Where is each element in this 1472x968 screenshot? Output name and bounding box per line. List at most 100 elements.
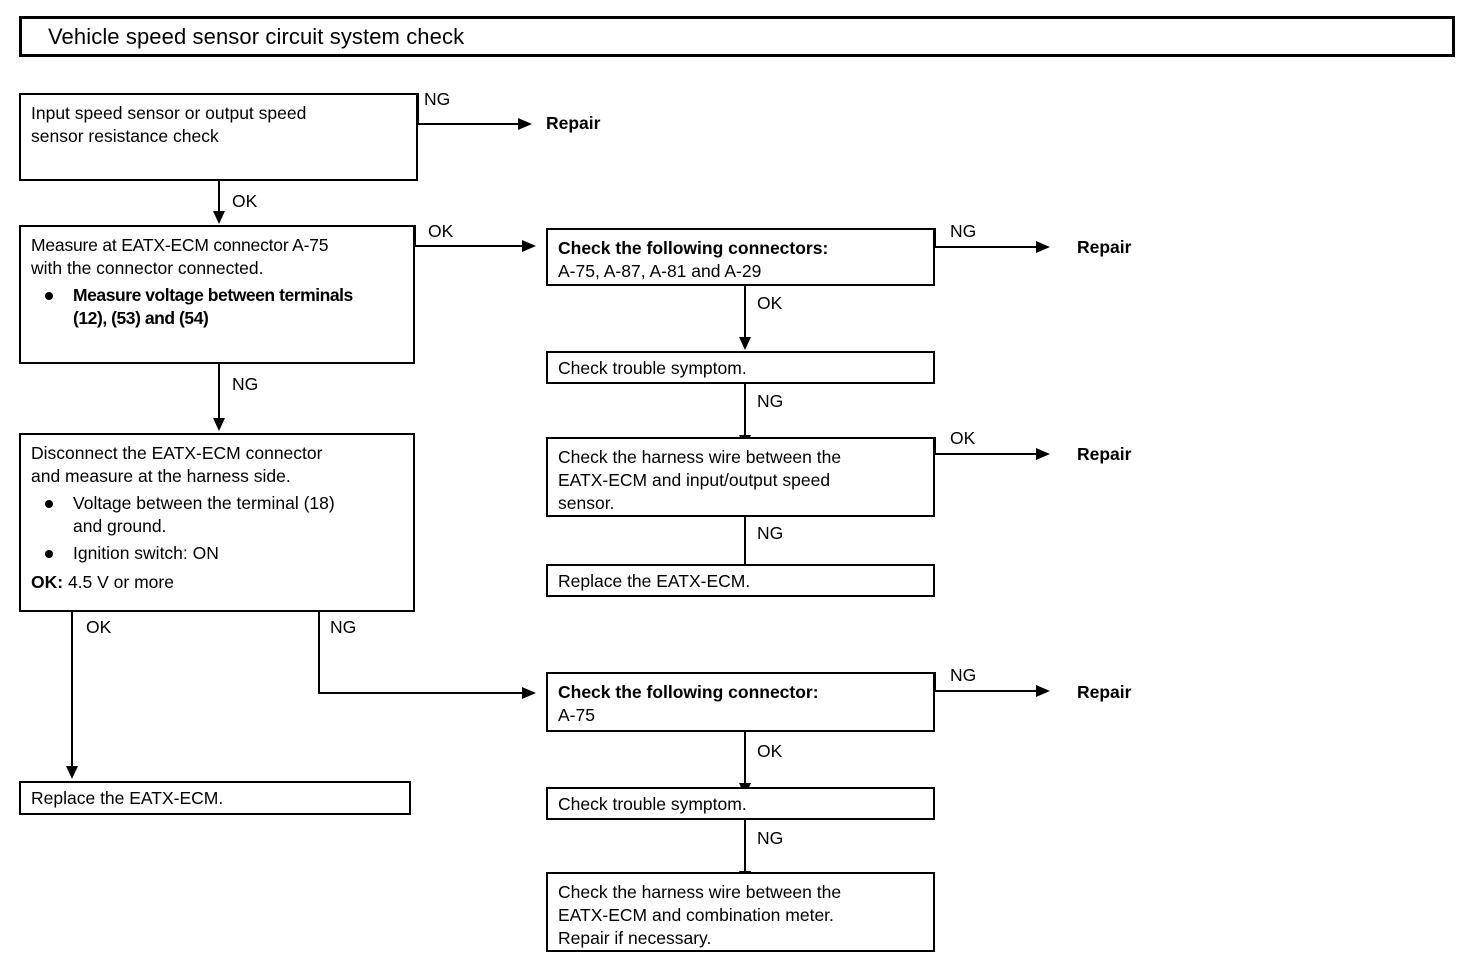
- edge-b1-b2-arrowhead: [213, 211, 225, 224]
- box-check-trouble-symptom-1-line1: Check trouble symptom.: [558, 358, 747, 378]
- box-check-harness-combination-meter: Check the harness wire between the EATX-…: [546, 872, 935, 952]
- box-replace-ecm-left-line1: Replace the EATX-ECM.: [31, 788, 224, 808]
- box-check-connector-a75: Check the following connector: A-75: [546, 672, 935, 732]
- edge-label-r6-r7-ng: NG: [757, 828, 784, 848]
- box-sensor-resistance-check-body: Input speed sensor or output speed senso…: [31, 102, 410, 148]
- box-disconnect-bullet-1-text-cont: and ground.: [73, 516, 167, 536]
- edge-b3-b4-line: [71, 612, 73, 767]
- edge-b1-b2-line: [218, 181, 220, 213]
- edge-label-b1-ng: NG: [424, 89, 451, 109]
- page-title: Vehicle speed sensor circuit system chec…: [48, 23, 465, 49]
- box-measure-bullet-1-text: Measure voltage between terminals: [73, 285, 353, 305]
- box-disconnect-and-measure-harness: Disconnect the EATX-ECM connector and me…: [19, 433, 415, 612]
- chart-title-bar: Vehicle speed sensor circuit system chec…: [19, 16, 1455, 57]
- edge-label-r2-r3-ng: NG: [757, 391, 784, 411]
- bullet-dot-icon: [45, 550, 53, 558]
- box-check-trouble-symptom-2-line1: Check trouble symptom.: [558, 794, 747, 814]
- terminal-repair-2: Repair: [1077, 237, 1132, 257]
- edge-label-b3-ok: OK: [86, 617, 112, 637]
- box-sensor-resistance-check-line1: Input speed sensor or output speed: [31, 103, 307, 123]
- edge-r3-ng-arrowhead: [1036, 448, 1050, 460]
- box-check-connectors-multi-line1: Check the following connectors:: [558, 238, 829, 258]
- box-measure-line1: Measure at EATX-ECM connector A-75: [31, 235, 329, 255]
- box-check-connectors-multi-body: Check the following connectors: A-75, A-…: [558, 237, 927, 283]
- box-check-harness-combination-meter-line2: EATX-ECM and combination meter.: [558, 905, 834, 925]
- edge-label-r5-ng: NG: [950, 665, 977, 685]
- box-disconnect-line2: and measure at the harness side.: [31, 466, 291, 486]
- terminal-repair-3: Repair: [1077, 444, 1132, 464]
- edge-label-r3-r4-ok: NG: [757, 523, 784, 543]
- box-replace-ecm-right: Replace the EATX-ECM.: [546, 564, 935, 597]
- box-replace-ecm-right-line1: Replace the EATX-ECM.: [558, 571, 751, 591]
- edge-b2-ok-arrowhead: [522, 240, 536, 252]
- edge-b3-ng-vline: [318, 612, 320, 694]
- box-measure-at-ecm-connector: Measure at EATX-ECM connector A-75 with …: [19, 225, 415, 364]
- box-check-trouble-symptom-1-body: Check trouble symptom.: [558, 357, 927, 380]
- edge-r2-r3-line: [744, 384, 746, 436]
- box-measure-line2: with the connector connected.: [31, 258, 264, 278]
- edge-b2-ok-line: [414, 245, 524, 247]
- box-check-trouble-symptom-2-body: Check trouble symptom.: [558, 793, 927, 816]
- edge-label-b1-b2-ok: OK: [232, 191, 258, 211]
- box-check-connector-a75-line2: A-75: [558, 705, 595, 725]
- box-disconnect-bullet-1-text: Voltage between the terminal (18): [73, 493, 335, 513]
- box-check-connectors-multi: Check the following connectors: A-75, A-…: [546, 228, 935, 286]
- box-sensor-resistance-check-line2: sensor resistance check: [31, 126, 219, 146]
- box-disconnect-line1: Disconnect the EATX-ECM connector: [31, 443, 323, 463]
- edge-label-b2-b3-ng: NG: [232, 374, 259, 394]
- edge-r3-ng-stub: [934, 437, 936, 455]
- edge-b2-ok-stub: [414, 225, 416, 247]
- edge-label-b3-ng: NG: [330, 617, 357, 637]
- edge-label-r1-ng: NG: [950, 221, 977, 241]
- box-check-connectors-multi-line2: A-75, A-87, A-81 and A-29: [558, 261, 762, 281]
- box-replace-ecm-left-body: Replace the EATX-ECM.: [31, 787, 403, 810]
- edge-label-b2-ok: OK: [428, 221, 454, 241]
- terminal-repair-4: Repair: [1077, 682, 1132, 702]
- edge-r5-ng-line: [934, 690, 1038, 692]
- box-disconnect-bullet-2: Ignition switch: ON: [31, 542, 407, 565]
- edge-r1-ng-line: [934, 246, 1038, 248]
- box-disconnect-ok-criteria: OK: 4.5 V or more: [31, 571, 407, 594]
- edge-label-r3-ng: OK: [950, 428, 976, 448]
- edge-r5-r6-line: [744, 732, 746, 784]
- box-measure-at-ecm-connector-body: Measure at EATX-ECM connector A-75 with …: [31, 234, 407, 330]
- edge-b1-ng-stub: [417, 93, 419, 124]
- box-check-harness-speed-sensor: Check the harness wire between the EATX-…: [546, 437, 935, 517]
- edge-r1-ng-stub: [934, 228, 936, 248]
- box-disconnect-ok-label: OK:: [31, 572, 64, 592]
- edge-b2-b3-arrowhead: [213, 418, 225, 431]
- box-check-harness-combination-meter-line1: Check the harness wire between the: [558, 882, 842, 902]
- box-replace-ecm-right-body: Replace the EATX-ECM.: [558, 570, 927, 593]
- edge-label-r1-r2-ok: OK: [757, 293, 783, 313]
- edge-label-r5-r6-ok: OK: [757, 741, 783, 761]
- edge-b3-b4-arrowhead: [66, 766, 78, 779]
- edge-r1-r2-line: [744, 286, 746, 338]
- box-check-harness-speed-sensor-line3: sensor.: [558, 493, 615, 513]
- box-measure-bullet-1: Measure voltage between terminals (12), …: [31, 284, 407, 330]
- box-check-harness-speed-sensor-body: Check the harness wire between the EATX-…: [558, 446, 927, 515]
- edge-b3-ng-arrowhead: [522, 687, 536, 699]
- edge-r5-ng-arrowhead: [1036, 685, 1050, 697]
- box-check-harness-speed-sensor-line1: Check the harness wire between the: [558, 447, 842, 467]
- box-sensor-resistance-check: Input speed sensor or output speed senso…: [19, 93, 418, 181]
- edge-r5-ng-stub: [934, 672, 936, 692]
- box-disconnect-bullet-1: Voltage between the terminal (18) and gr…: [31, 492, 407, 538]
- bullet-dot-icon: [45, 500, 53, 508]
- edge-r1-r2-arrowhead: [739, 337, 751, 350]
- box-check-trouble-symptom-2: Check trouble symptom.: [546, 787, 935, 820]
- box-check-connector-a75-line1: Check the following connector:: [558, 682, 819, 702]
- box-disconnect-ok-value: 4.5 V or more: [63, 572, 174, 592]
- box-replace-ecm-left: Replace the EATX-ECM.: [19, 781, 411, 815]
- box-check-harness-combination-meter-body: Check the harness wire between the EATX-…: [558, 881, 927, 950]
- edge-r6-r7-line: [744, 820, 746, 872]
- box-check-harness-speed-sensor-line2: EATX-ECM and input/output speed: [558, 470, 831, 490]
- edge-r3-ng-line: [934, 453, 1038, 455]
- terminal-repair-1: Repair: [546, 113, 601, 133]
- edge-b1-ng-line: [417, 123, 520, 125]
- box-check-harness-combination-meter-line3: Repair if necessary.: [558, 928, 712, 948]
- box-disconnect-bullet-2-text: Ignition switch: ON: [73, 543, 219, 563]
- box-check-connector-a75-body: Check the following connector: A-75: [558, 681, 927, 727]
- bullet-dot-icon: [45, 292, 53, 300]
- edge-r1-ng-arrowhead: [1036, 241, 1050, 253]
